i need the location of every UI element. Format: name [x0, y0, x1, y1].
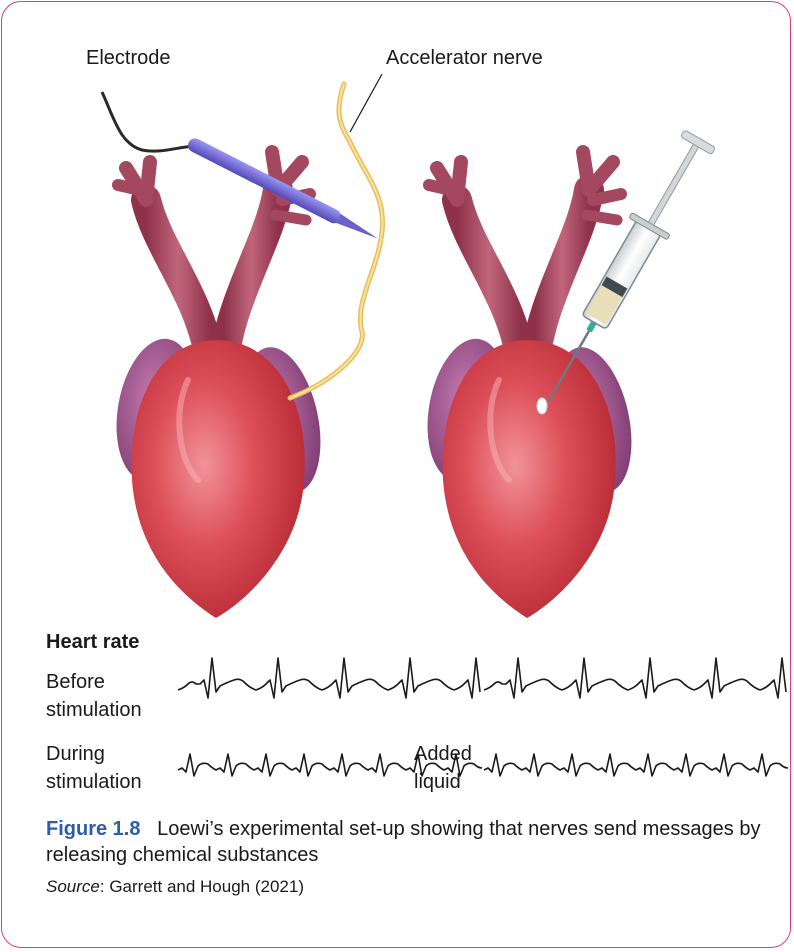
ecg-trace-right-baseline: [484, 658, 786, 698]
source-text: : Garrett and Hough (2021): [100, 877, 304, 896]
during-label-line1: During: [46, 742, 105, 766]
figure-number: Figure 1.8: [46, 818, 140, 840]
left-heart-illustration: [106, 152, 333, 618]
nerve-leader-line: [350, 74, 382, 132]
during-label-line2: stimulation: [46, 770, 142, 794]
figure-caption-text: Loewi’s experimental set-up showing that…: [46, 818, 760, 866]
liquid-droplet: [537, 398, 547, 414]
before-label-line2: stimulation: [46, 698, 142, 722]
source-label: Source: [46, 877, 100, 896]
ecg-trace-before-stimulation: [178, 658, 480, 698]
added-label-line2: liquid: [414, 770, 461, 794]
before-label-line1: Before: [46, 670, 105, 694]
ecg-trace-added-liquid: [484, 754, 788, 776]
electrode-label: Electrode: [86, 46, 171, 70]
right-heart-illustration: [417, 152, 644, 618]
accelerator-nerve-label: Accelerator nerve: [386, 46, 543, 70]
heart-rate-heading: Heart rate: [46, 630, 139, 654]
figure-caption: Figure 1.8 Loewi’s experimental set-up s…: [46, 816, 766, 868]
accelerator-nerve: [290, 84, 383, 398]
added-label-line1: Added: [414, 742, 472, 766]
figure-source: Source: Garrett and Hough (2021): [46, 876, 304, 898]
electrode-wire: [102, 92, 197, 151]
